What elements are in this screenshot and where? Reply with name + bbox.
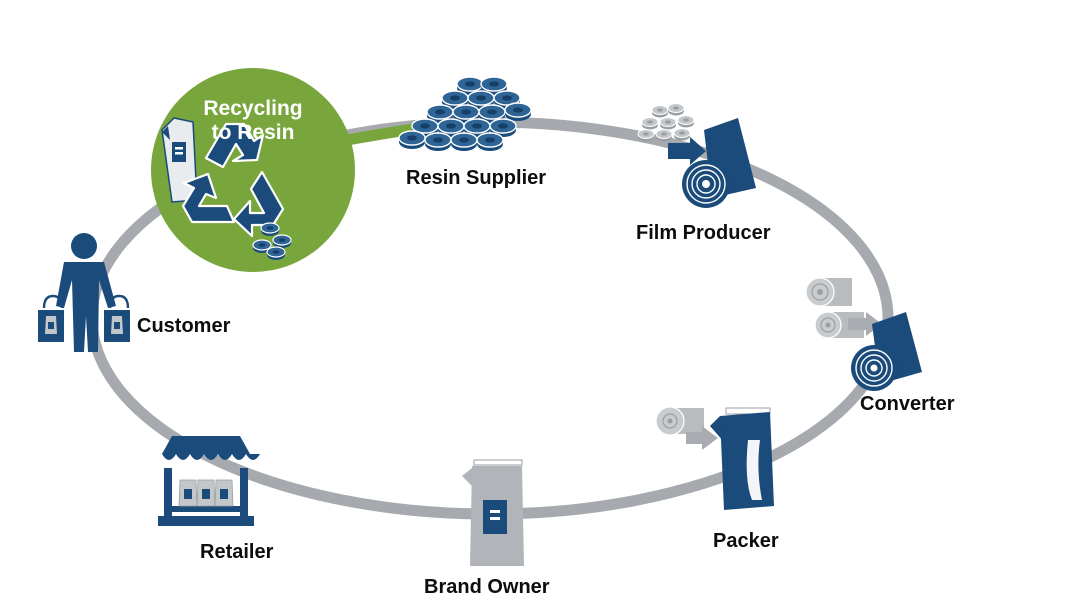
recycle-icon (181, 122, 285, 238)
retailer-label: Retailer (200, 541, 274, 563)
shopper-icon (38, 233, 130, 352)
converter-rolls-icon (805, 277, 922, 391)
filled-pouch-icon (655, 406, 774, 510)
branded-pouch-icon (462, 459, 524, 566)
resin-supplier-label: Resin Supplier (406, 167, 547, 189)
recycling-title-line2: to Resin (211, 121, 295, 144)
converter-label: Converter (860, 393, 955, 415)
shopping-bag-icon (38, 294, 64, 342)
customer-label: Customer (137, 315, 231, 337)
film-roll-icon (637, 103, 756, 208)
shopping-bag-icon (104, 294, 130, 342)
resin-pellets-icon (398, 76, 532, 152)
recycling-title-line1: Recycling (203, 97, 303, 120)
recycling-stage (151, 68, 355, 272)
film-producer-label: Film Producer (636, 222, 771, 244)
brand-owner-label: Brand Owner (424, 576, 550, 598)
store-icon (158, 436, 262, 526)
packer-label: Packer (713, 530, 779, 552)
